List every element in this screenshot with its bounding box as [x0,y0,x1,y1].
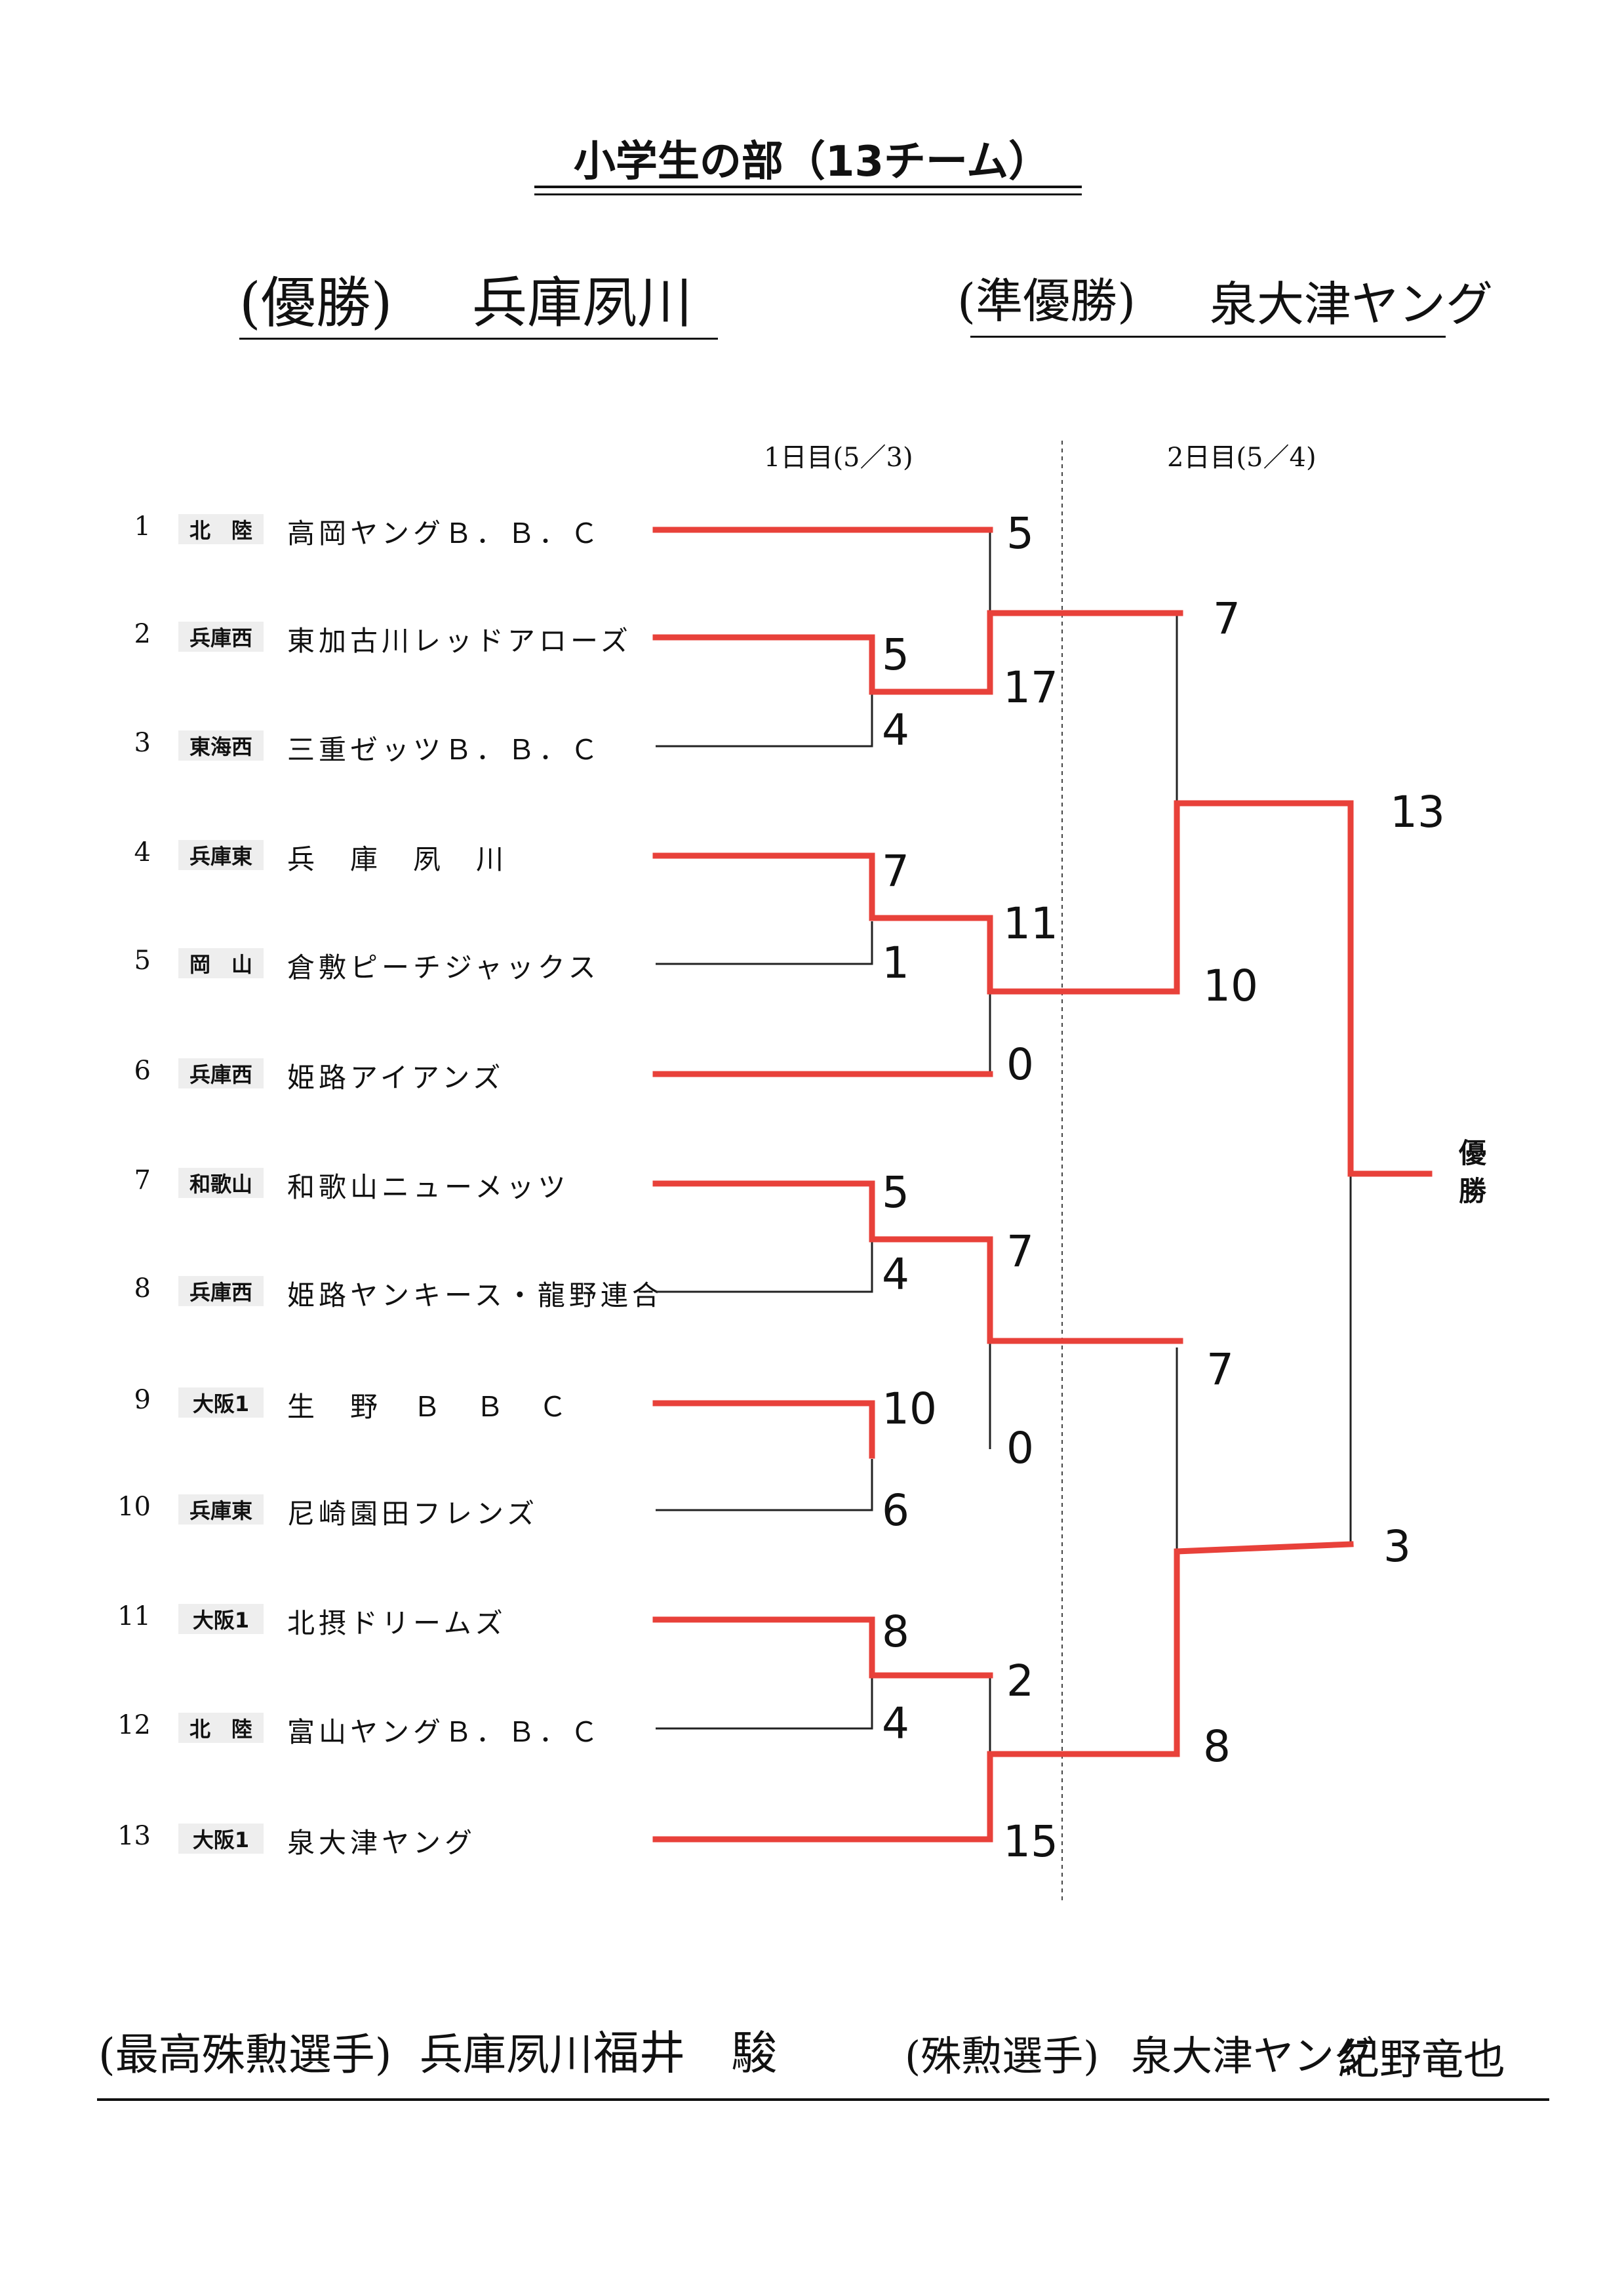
score-r1-7v8-bot: 4 [882,1249,909,1300]
score-sf-top-bot: 10 [1203,961,1258,1011]
team-name: 東加古川レッドアローズ [287,625,632,657]
win-path-team-11 [652,1616,993,1679]
score-r2-a-top: 5 [1006,508,1034,559]
line-team-3 [656,692,873,748]
team-region: 兵庫西 [178,1276,264,1306]
champion-underline [239,338,718,340]
score-r2-a-bot: 17 [1003,662,1058,713]
team-number: 8 [134,1273,151,1304]
score-r1-2v3-bot: 4 [882,705,909,755]
mvp-team: 兵庫夙川 [420,2029,593,2080]
line-team-12 [656,1675,873,1730]
team-region: 北 陸 [178,1713,264,1743]
team-region: 兵庫西 [178,1058,264,1088]
runner-up-underline [970,336,1446,338]
team-region: 和歌山 [178,1168,264,1198]
team-number: 9 [134,1385,151,1415]
score-sf-bot-bot: 8 [1203,1721,1231,1772]
team-region: 大阪1 [178,1824,264,1854]
score-r2-b-top: 11 [1003,898,1058,949]
score-r1-7v8-top: 5 [882,1167,909,1218]
mvp-label: (最高殊勲選手) [98,2029,392,2080]
team-number: 12 [117,1710,151,1740]
team-number: 5 [134,946,151,976]
score-final-top: 13 [1390,787,1445,837]
team-name: 倉敷ピーチジャックス [287,951,600,984]
team-region: 兵庫西 [178,622,264,652]
team-region: 兵庫東 [178,840,264,870]
day1-header: 1日目(5／3) [764,443,913,473]
score-r1-2v3-top: 5 [882,629,909,680]
bracket-win-lines [652,527,1433,1843]
team-name: 生 野 Ｂ Ｂ Ｃ [287,1391,571,1423]
team-name: 北摂ドリームズ [287,1607,507,1639]
team-number: 3 [134,728,151,758]
outstanding-player: 紀野竜也 [1337,2036,1505,2085]
team-region: 北 陸 [178,514,264,544]
team-region: 大阪1 [178,1604,264,1634]
score-r1-9v10-top: 10 [882,1384,937,1434]
score-r2-b-bot: 0 [1006,1039,1034,1090]
score-r1-11v12-bot: 4 [882,1698,909,1749]
team-number: 13 [117,1821,151,1851]
champion-label: (優勝) [239,271,393,335]
title-underline-2 [534,193,1082,195]
line-team-10 [656,1459,873,1511]
score-r1-4v5-top: 7 [882,846,909,896]
team-number: 2 [134,619,151,649]
win-path-team-7 [652,1180,1183,1344]
score-r2-c-top: 7 [1006,1226,1034,1277]
team-name: 高岡ヤングＢ．Ｂ．Ｃ [287,517,603,549]
team-name: 姫路アイアンズ [287,1062,505,1094]
win-path-team-4 [652,800,1433,1177]
win-path-team-9 [652,1400,875,1459]
team-name: 和歌山ニューメッツ [287,1171,570,1203]
runner-up-team: 泉大津ヤング [1210,277,1494,332]
page-title: 小学生の部（13チーム） [573,138,1051,186]
runner-up-label: (準優勝) [957,273,1136,329]
line-team-8 [656,1239,873,1293]
team-number: 10 [117,1492,151,1522]
outstanding-team: 泉大津ヤング [1131,2032,1376,2080]
winner-label: 優勝 [1459,1137,1487,1207]
team-name: 泉大津ヤング [287,1827,477,1859]
team-number: 4 [134,837,151,868]
bracket-base-lines [656,530,1352,1754]
team-region: 兵庫東 [178,1494,264,1525]
win-path-team-13 [652,1541,1354,1843]
win-path-team-2 [652,610,1183,695]
score-r1-9v10-bot: 6 [882,1485,909,1536]
score-sf-bot-top: 7 [1206,1344,1234,1395]
mvp-player: 福井 駿 [593,2026,777,2080]
score-r2-d-bot: 15 [1003,1816,1058,1867]
team-number: 11 [117,1601,151,1631]
score-r1-11v12-top: 8 [882,1606,909,1657]
title-underline [534,186,1082,188]
team-name: 三重ゼッツＢ．Ｂ．Ｃ [287,734,603,766]
awards-underline [97,2098,1549,2101]
team-name: 尼崎園田フレンズ [287,1498,539,1530]
team-number: 7 [134,1165,151,1195]
team-name: 富山ヤングＢ．Ｂ．Ｃ [287,1716,603,1748]
outstanding-label: (殊勲選手) [905,2032,1099,2080]
team-region: 大阪1 [178,1387,264,1418]
team-name: 兵 庫 夙 川 [287,843,508,875]
score-r2-d-top: 2 [1006,1656,1034,1706]
score-sf-top-top: 7 [1213,593,1240,644]
score-final-bot: 3 [1383,1521,1411,1572]
team-region: 東海西 [178,730,264,761]
champion-team: 兵庫夙川 [472,271,693,335]
team-number: 6 [134,1056,151,1086]
day2-header: 2日目(5／4) [1167,443,1317,473]
score-r2-c-bot: 0 [1006,1423,1034,1473]
line-team-5 [656,921,873,965]
team-number: 1 [134,511,151,542]
score-r1-4v5-bot: 1 [882,938,909,988]
team-region: 岡 山 [178,948,264,978]
team-name: 姫路ヤンキース・龍野連合 [287,1279,663,1311]
